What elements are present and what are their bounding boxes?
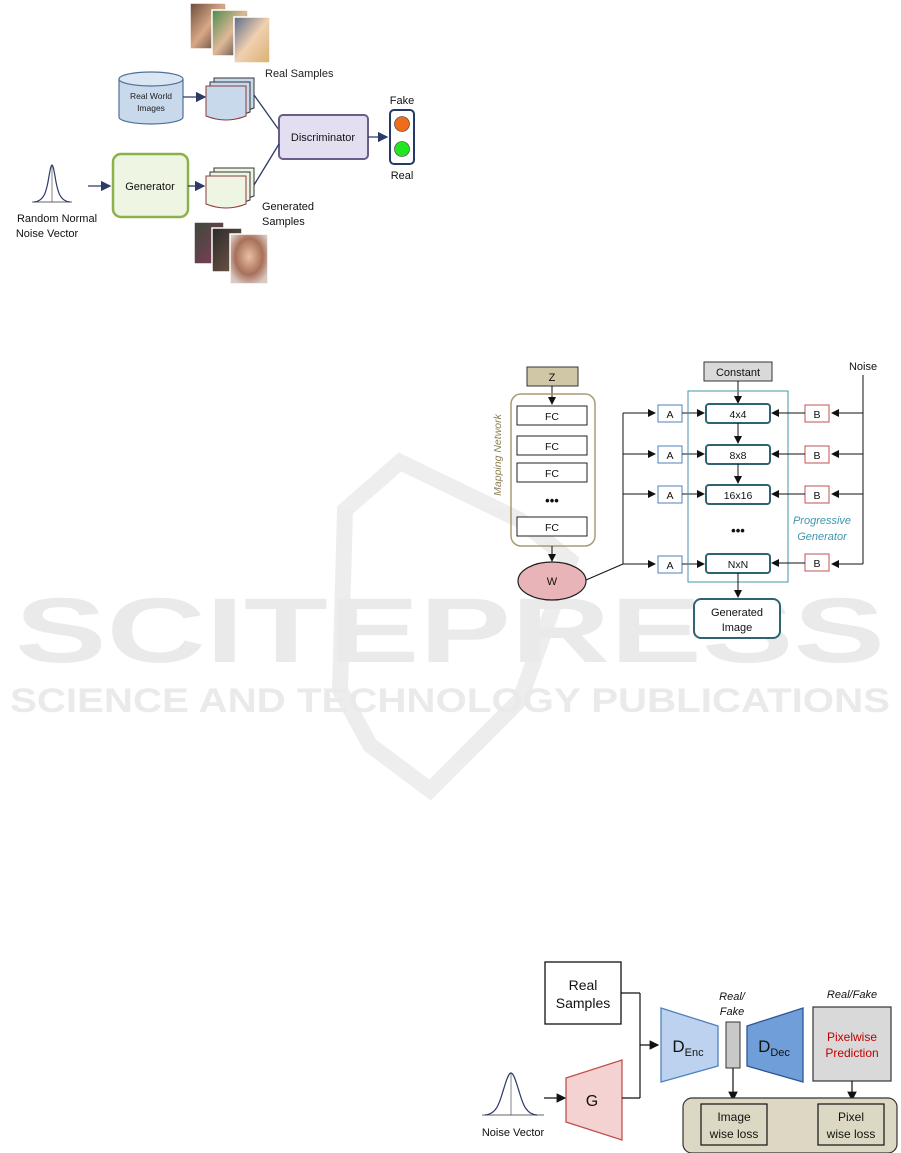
real-samples-box-label-2: Samples (556, 995, 610, 1011)
pixel-wise-loss-box (817, 1103, 885, 1146)
fc-layer-1 (516, 405, 588, 426)
generated-image-box (693, 598, 781, 639)
real-samples-box-label: Real (569, 977, 598, 993)
w-label: W (547, 576, 558, 588)
real-label: Real (391, 170, 414, 182)
gaussian-curve-icon (32, 164, 72, 203)
traffic-light-icon (389, 109, 415, 165)
resolution-label-8x8: 8x8 (730, 450, 747, 462)
pixel-wise-loss-label: Pixel (838, 1110, 864, 1124)
watermark-seal-shape (331, 452, 580, 801)
fc-layer-1-label: FC (545, 411, 559, 423)
progressive-generator-label: Progressive (793, 515, 851, 527)
real-world-images-label: Real World (130, 91, 172, 101)
a-box-3-label: A (666, 490, 673, 502)
image-wise-loss-label-2: wise loss (709, 1127, 759, 1141)
generated-samples-label: Generated (262, 201, 314, 213)
pixel-wise-loss-label-2: wise loss (826, 1127, 876, 1141)
fc-layer-3-label: FC (545, 468, 559, 480)
mapping-network-container (510, 393, 596, 547)
pixelwise-prediction-label: Pixelwise (827, 1030, 877, 1044)
real-samples-label: Real Samples (265, 68, 334, 80)
generator-label: Generator (125, 181, 175, 193)
d-enc-label: DEnc (672, 1037, 704, 1059)
fake-label: Fake (390, 95, 414, 107)
generated-samples-stack (205, 167, 255, 209)
fc-layer-2-label: FC (545, 441, 559, 453)
bottleneck-bar (725, 1021, 741, 1069)
progressive-generator-label-2: Generator (797, 531, 848, 543)
generator-ellipsis: ••• (731, 523, 745, 538)
d-enc-trapezoid (660, 1007, 719, 1083)
generated-face-images (193, 221, 269, 285)
fc-layer-3 (516, 462, 588, 483)
real-light-icon (394, 141, 410, 157)
generated-image-label: Generated (711, 607, 763, 619)
fc-layer-4-label: FC (545, 522, 559, 534)
constant-label: Constant (716, 367, 760, 379)
resolution-block-16x16 (705, 484, 771, 505)
d-dec-label: DDec (758, 1037, 790, 1059)
a-box-1-label: A (666, 409, 673, 421)
a-box-2-label: A (666, 450, 673, 462)
noise-gaussian-icon (482, 1072, 544, 1116)
watermark-tagline: SCIENCE AND TECHNOLOGY PUBLICATIONS (10, 682, 890, 720)
fc-layer-4 (516, 516, 588, 537)
real-world-images-database: Real World Images (118, 71, 184, 125)
z-label: Z (549, 372, 556, 384)
noise-vector-label: Random Normal (17, 213, 97, 225)
b-box-2-label: B (813, 450, 820, 462)
b-box-4-label: B (813, 558, 820, 570)
noise-label: Noise (849, 361, 877, 373)
stylegan-diagram: Z Mapping Network FC FC FC ••• FC W A A … (492, 361, 877, 639)
resolution-label-nxn: NxN (728, 559, 748, 571)
pixelwise-prediction-box (812, 1006, 892, 1082)
real-samples-box (544, 961, 622, 1025)
discriminator-label: Discriminator (291, 132, 356, 144)
w-ellipse (517, 561, 587, 601)
noise-vector-caption: Noise Vector (482, 1127, 545, 1139)
pixelwise-prediction-label-2: Prediction (825, 1046, 878, 1060)
real-face-images (189, 2, 271, 64)
real-samples-stack (205, 77, 255, 121)
real-fake-mid-label: Real/ (719, 991, 746, 1003)
b-box-3-label: B (813, 490, 820, 502)
gan-diagram: Real Samples Real World Images Discrimin… (16, 2, 415, 285)
noise-vector-label-2: Noise Vector (16, 228, 79, 240)
g-label: G (586, 1093, 598, 1110)
a-box-4-label: A (666, 560, 673, 572)
image-wise-loss-label: Image (717, 1110, 751, 1124)
mapping-network-label: Mapping Network (492, 413, 504, 495)
generated-image-label-2: Image (722, 622, 753, 634)
generated-samples-label-2: Samples (262, 216, 305, 228)
real-world-images-label-2: Images (137, 103, 165, 113)
b-box-1-label: B (813, 409, 820, 421)
unet-gan-diagram: Real Samples Noise Vector G DEnc Real/ F… (482, 961, 898, 1153)
generator-g-trapezoid (565, 1059, 623, 1141)
fake-light-icon (394, 116, 410, 132)
real-fake-mid-label-2: Fake (720, 1006, 744, 1018)
mapping-ellipsis: ••• (545, 493, 559, 508)
resolution-label-4x4: 4x4 (730, 409, 747, 421)
fc-layer-2 (516, 435, 588, 456)
resolution-label-16x16: 16x16 (724, 490, 753, 502)
d-dec-trapezoid (746, 1007, 804, 1083)
image-wise-loss-box (700, 1103, 768, 1146)
real-fake-top-label: Real/Fake (827, 989, 877, 1001)
